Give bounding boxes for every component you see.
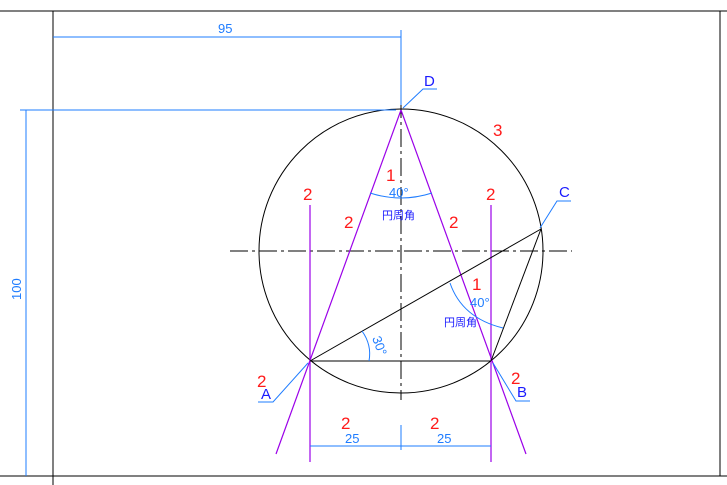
inscribed-angle-label-top: 円周角	[382, 209, 415, 222]
layer-number-line: 2	[430, 414, 439, 433]
dimension-95: 95	[218, 21, 232, 36]
layer-number-line: 2	[449, 213, 458, 232]
point-label-c: C	[559, 184, 570, 201]
chord-a-c	[309, 228, 542, 362]
layer-number-line: 2	[257, 372, 266, 391]
line-d-b	[400, 109, 527, 455]
leader-c	[539, 200, 571, 229]
layer-number-line: 2	[341, 414, 350, 433]
layer-number-angle: 1	[386, 166, 395, 185]
inscribed-angle-label-b: 円周角	[444, 316, 477, 329]
dimension-100: 100	[9, 278, 24, 300]
line-d-a	[275, 109, 402, 455]
layer-number-circle: 3	[493, 121, 502, 140]
point-label-a: A	[261, 386, 271, 403]
layer-number-line: 2	[344, 213, 353, 232]
point-label-b: B	[517, 384, 527, 401]
leader-a	[258, 362, 309, 403]
dimension-25-right: 25	[437, 431, 451, 446]
point-label-d: D	[424, 73, 435, 90]
angle-b: 40°	[470, 295, 490, 310]
angle-arc-a	[361, 330, 371, 362]
layer-number-line: 2	[486, 185, 495, 204]
circle	[258, 108, 544, 394]
layer-number-line: 2	[303, 185, 312, 204]
angle-arc-top	[369, 192, 433, 199]
dimension-25-left: 25	[345, 431, 359, 446]
leader-d	[402, 88, 437, 109]
leader-b	[492, 362, 530, 402]
layer-number-angle: 1	[472, 275, 481, 294]
chord-b-c	[490, 228, 542, 362]
angle-arc-b	[449, 282, 504, 329]
angle-top: 40°	[389, 185, 409, 200]
angle-a: 30°	[369, 334, 390, 358]
layer-number-line: 2	[511, 369, 520, 388]
